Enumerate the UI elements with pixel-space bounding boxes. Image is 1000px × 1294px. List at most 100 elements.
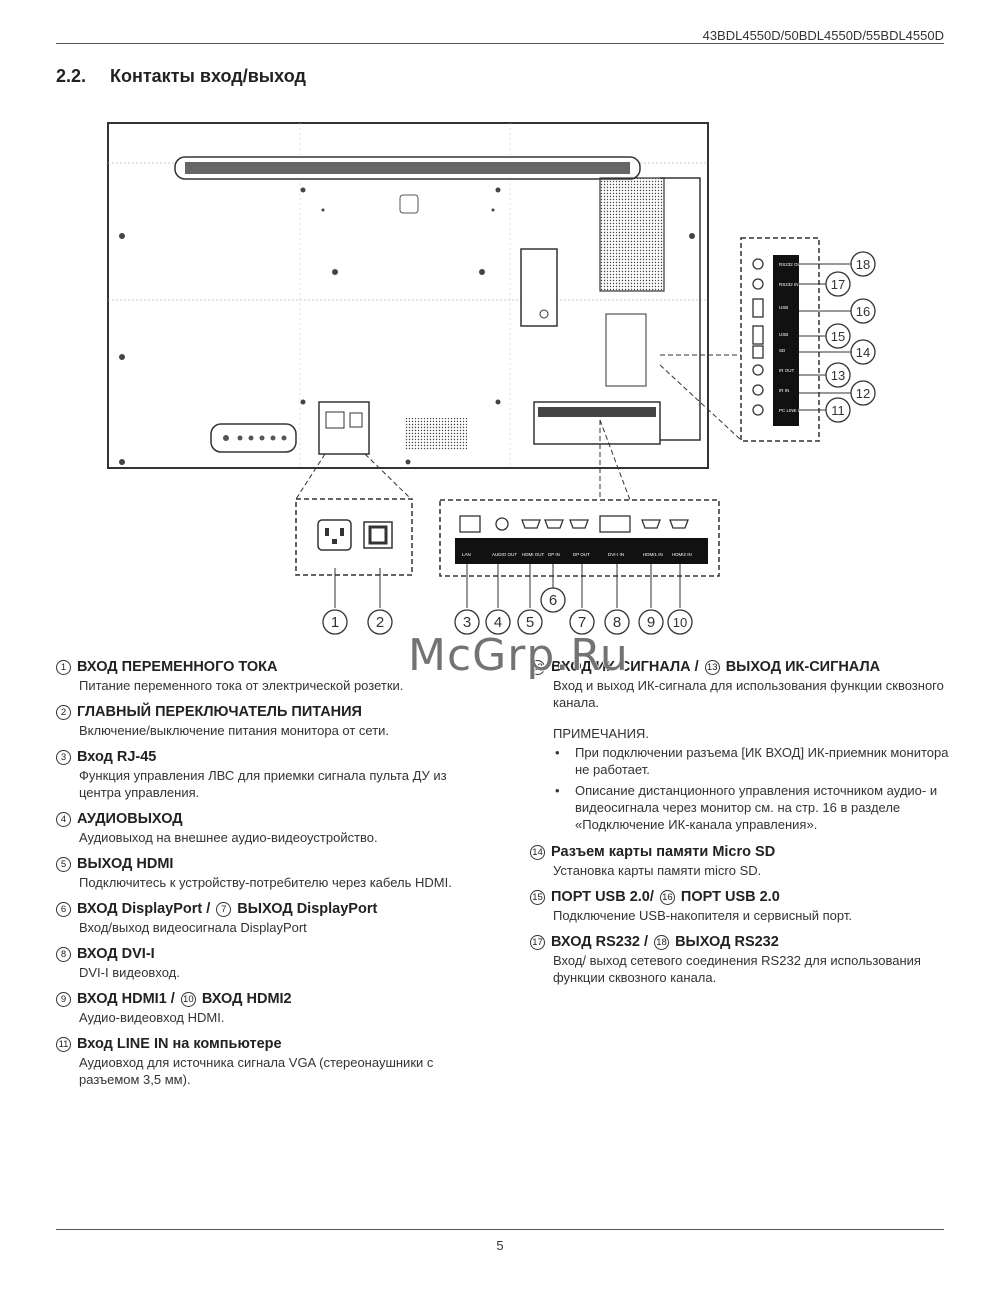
connector-item: 11 Вход LINE IN на компьютере Аудиовход д… [56, 1035, 486, 1088]
item-description: Подключение USB-накопителя и сервисный п… [553, 908, 852, 923]
svg-text:DVI-I IN: DVI-I IN [608, 552, 624, 557]
svg-text:HDMI2 IN: HDMI2 IN [672, 552, 692, 557]
item-number: 11 [56, 1037, 71, 1052]
callout-15: 15 [831, 329, 845, 344]
callout-2: 2 [376, 614, 384, 631]
notes: ПРИМЕЧАНИЯ. При подключении разъема [ИК … [530, 725, 950, 833]
item-title-2: ПОРТ USB 2.0 [680, 889, 780, 905]
item-title: ПОРТ USB 2.0/ [551, 889, 654, 905]
item-description: Подключитесь к устройству-потребителю че… [79, 875, 452, 890]
callout-3: 3 [463, 614, 471, 631]
mid-connector-block [520, 248, 558, 327]
power-zoom [295, 498, 413, 576]
item-number: 17 [530, 935, 545, 950]
connector-item: 1 ВХОД ПЕРЕМЕННОГО ТОКА Питание переменно… [56, 658, 486, 694]
item-number: 1 [56, 660, 71, 675]
svg-text:HDMI1 IN: HDMI1 IN [643, 552, 663, 557]
item-title: ВХОД ИК-СИГНАЛА / [551, 659, 699, 675]
item-number: 15 [530, 890, 545, 905]
svg-text:USB: USB [779, 332, 788, 337]
item-description: Аудиовход для источника сигнала VGA (сте… [79, 1055, 434, 1087]
bottom-rule [56, 1229, 944, 1230]
item-title: ВЫХОД HDMI [77, 856, 174, 872]
rear-panel-diagram: RS232 OUT RS232 IN USB USB SD IR OUT IR IN PC… [107, 122, 876, 635]
item-description: Вход и выход ИК-сигнала для использовани… [553, 678, 944, 710]
svg-text:DP IN: DP IN [548, 552, 560, 557]
svg-text:SD: SD [779, 348, 786, 353]
watermark: McGrp.Ru [408, 630, 629, 681]
section-title-text: Контакты вход/выход [110, 66, 306, 86]
connector-item: 5 ВЫХОД HDMI Подключитесь к устройству-по… [56, 855, 486, 891]
item-title-2: ВЫХОД RS232 [675, 934, 779, 950]
item-number-2: 13 [704, 660, 720, 675]
item-title: Разъем карты памяти Micro SD [551, 844, 776, 860]
callout-8: 8 [613, 614, 621, 631]
svg-text:USB: USB [779, 305, 788, 310]
model-header: 43BDL4550D/50BDL4550D/55BDL4550D [702, 28, 944, 43]
item-number: 9 [56, 992, 71, 1007]
section-title: 2.2. Контакты вход/выход [56, 66, 306, 87]
svg-text:RS232 OUT: RS232 OUT [779, 262, 804, 267]
callout-6: 6 [549, 592, 557, 609]
item-title-2: ВЫХОД DisplayPort [237, 901, 378, 917]
item-number: 12 [530, 660, 545, 675]
item-title: ВХОД ПЕРЕМЕННОГО ТОКА [77, 659, 278, 675]
callout-5: 5 [526, 614, 534, 631]
callout-4: 4 [494, 614, 502, 631]
item-number-2: 7 [216, 902, 232, 917]
callout-16: 16 [856, 304, 870, 319]
item-title-2: ВХОД HDMI2 [201, 991, 292, 1007]
item-number: 4 [56, 812, 71, 827]
philips-logo [399, 194, 419, 214]
callout-11: 11 [831, 403, 845, 418]
item-number: 14 [530, 845, 545, 860]
top-rule [56, 43, 944, 44]
callout-7: 7 [578, 614, 586, 631]
item-title: АУДИОВЫХОД [77, 811, 183, 827]
item-number: 5 [56, 857, 71, 872]
item-title: Вход LINE IN на компьютере [77, 1036, 282, 1052]
note-item: При подключении разъема [ИК ВХОД] ИК-при… [553, 744, 950, 778]
svg-text:AUDIO OUT: AUDIO OUT [492, 552, 517, 557]
item-description: Включение/выключение питания монитора от… [79, 723, 390, 738]
notes-heading: ПРИМЕЧАНИЯ. [553, 726, 649, 741]
callout-13: 13 [831, 368, 845, 383]
item-title: Вход RJ-45 [77, 749, 157, 765]
connector-list-left: 1 ВХОД ПЕРЕМЕННОГО ТОКА Питание переменно… [56, 658, 486, 1097]
connector-item: 6 ВХОД DisplayPort / 7 ВЫХОД DisplayPort Вх… [56, 900, 486, 936]
item-description: Питание переменного тока от электрическо… [79, 678, 404, 693]
svg-text:IR IN: IR IN [779, 388, 789, 393]
item-title: ГЛАВНЫЙ ПЕРЕКЛЮЧАТЕЛЬ ПИТАНИЯ [77, 704, 362, 720]
section-number: 2.2. [56, 66, 87, 86]
svg-text:IR OUT: IR OUT [779, 368, 795, 373]
item-description: Вход/выход видеосигнала DisplayPort [79, 920, 307, 935]
item-title: ВХОД RS232 / [551, 934, 649, 950]
item-title: ВХОД DisplayPort / [77, 901, 211, 917]
page-number: 5 [496, 1238, 504, 1253]
item-description: Функция управления ЛВС для приемки сигна… [79, 768, 447, 800]
svg-text:HDMI OUT: HDMI OUT [522, 552, 544, 557]
callout-14: 14 [856, 345, 870, 360]
item-description: DVI-I видеовход. [79, 965, 180, 980]
connector-item: 14 Разъем карты памяти Micro SD Установка… [530, 843, 950, 879]
svg-text:PC LINE IN: PC LINE IN [779, 408, 802, 413]
item-title: ВХОД HDMI1 / [77, 991, 175, 1007]
callout-1: 1 [331, 614, 339, 631]
item-description: Установка карты памяти micro SD. [553, 863, 762, 878]
item-number: 6 [56, 902, 71, 917]
item-number: 8 [56, 947, 71, 962]
callout-10: 10 [673, 615, 687, 630]
note-item: Описание дистанционного управления источ… [553, 782, 950, 833]
item-number-2: 18 [654, 935, 670, 950]
svg-text:DP OUT: DP OUT [573, 552, 590, 557]
svg-text:RS232 IN: RS232 IN [779, 282, 799, 287]
